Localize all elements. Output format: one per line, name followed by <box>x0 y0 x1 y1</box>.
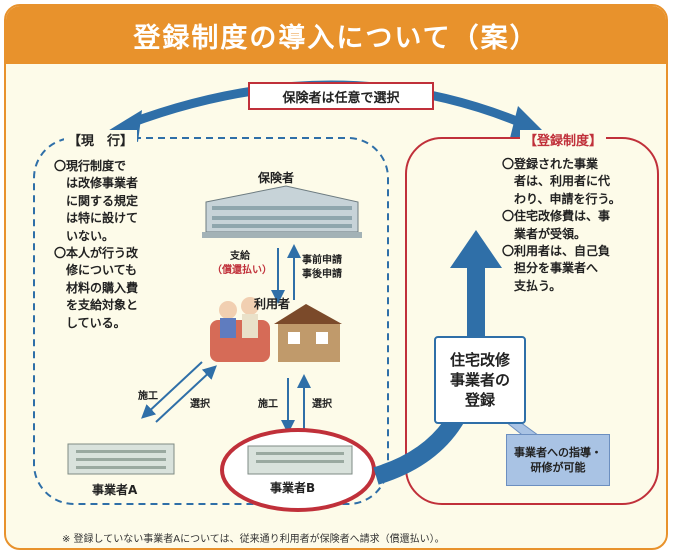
business-a-label: 事業者A <box>92 483 138 497</box>
note-line: 〇登録された事業 <box>502 157 599 171</box>
selection-a-arrow <box>155 365 217 423</box>
current-system-region <box>33 137 389 505</box>
application-label-2: 事後申請 <box>302 269 342 280</box>
guidance-line: 研修が可能 <box>530 461 586 474</box>
note-line: 材料の購入費 <box>54 280 139 295</box>
selection-b-label: 選択 <box>312 399 332 410</box>
note-line: 〇現行制度で <box>54 159 127 173</box>
registration-notes: 〇登録された事業 者は、利用者に代 わり、申請を行う。 〇住宅改修費は、事 業者… <box>502 156 621 295</box>
user-label: 利用者 <box>254 297 291 311</box>
selection-label-box: 保険者は任意で選択 <box>248 82 434 110</box>
guidance-box: 事業者への指導・ 研修が可能 <box>506 434 610 486</box>
note-line: は改修事業者 <box>54 176 139 191</box>
note-line: している。 <box>54 315 126 330</box>
payment-label: 支給 <box>230 251 250 262</box>
registration-arrowhead <box>450 230 502 268</box>
selection-a-label: 選択 <box>190 399 210 410</box>
application-label-1: 事前申請 <box>302 255 342 266</box>
page-title: 登録制度の導入について（案） <box>133 22 539 54</box>
registration-label: 【登録制度】 <box>520 130 607 149</box>
note-line: 〇住宅改修費は、事 <box>502 209 611 224</box>
payment-note: （償還払い） <box>212 265 272 276</box>
construction-a-label: 施工 <box>138 391 158 402</box>
current-label: 【現 行】 <box>64 130 138 149</box>
insurer-label: 保険者 <box>258 171 295 185</box>
diagram-frame: 登録制度の導入について（案） <box>4 4 668 550</box>
note-line: は特に設けて <box>54 211 139 226</box>
note-line: いない。 <box>54 228 115 243</box>
note-line: 業者が受領。 <box>502 226 587 241</box>
registration-line: 住宅改修 <box>449 350 510 369</box>
construction-b-label: 施工 <box>258 399 278 410</box>
note-line: に関する規定 <box>54 193 139 208</box>
note-line: 支払う。 <box>502 278 562 293</box>
selection-label: 保険者は任意で選択 <box>282 90 400 106</box>
business-b-building-icon <box>247 445 353 475</box>
business-b-label: 事業者B <box>270 481 316 495</box>
note-line: 者は、利用者に代 <box>502 174 611 189</box>
title-bar: 登録制度の導入について（案） <box>6 6 666 64</box>
guidance-line: 事業者への指導・ <box>514 445 602 459</box>
diagram-canvas <box>33 80 659 512</box>
registration-line: 事業者の <box>449 370 510 389</box>
business-a-building-icon <box>67 443 175 475</box>
note-line: わり、申請を行う。 <box>502 191 621 206</box>
note-line: を支給対象と <box>54 298 139 313</box>
registration-box: 住宅改修 事業者の 登録 <box>434 336 526 424</box>
insurer-building-icon <box>202 185 362 238</box>
note-line: 〇利用者は、自己負 <box>502 243 611 258</box>
footnote: ※ 登録していない事業者Aについては、従来通り利用者が保険者へ請求（償還払い）。 <box>62 534 445 545</box>
current-notes: 〇現行制度で は改修事業者 に関する規定 は特に設けて いない。 〇本人が行う改… <box>54 158 138 332</box>
registration-line: 登録 <box>464 391 495 410</box>
note-line: 修についても <box>54 263 138 278</box>
note-line: 〇本人が行う改 <box>54 245 139 260</box>
construction-a-arrow <box>141 361 203 419</box>
note-line: 担分を事業者へ <box>502 261 599 276</box>
user-family-icon <box>210 297 270 362</box>
house-icon <box>274 304 342 362</box>
